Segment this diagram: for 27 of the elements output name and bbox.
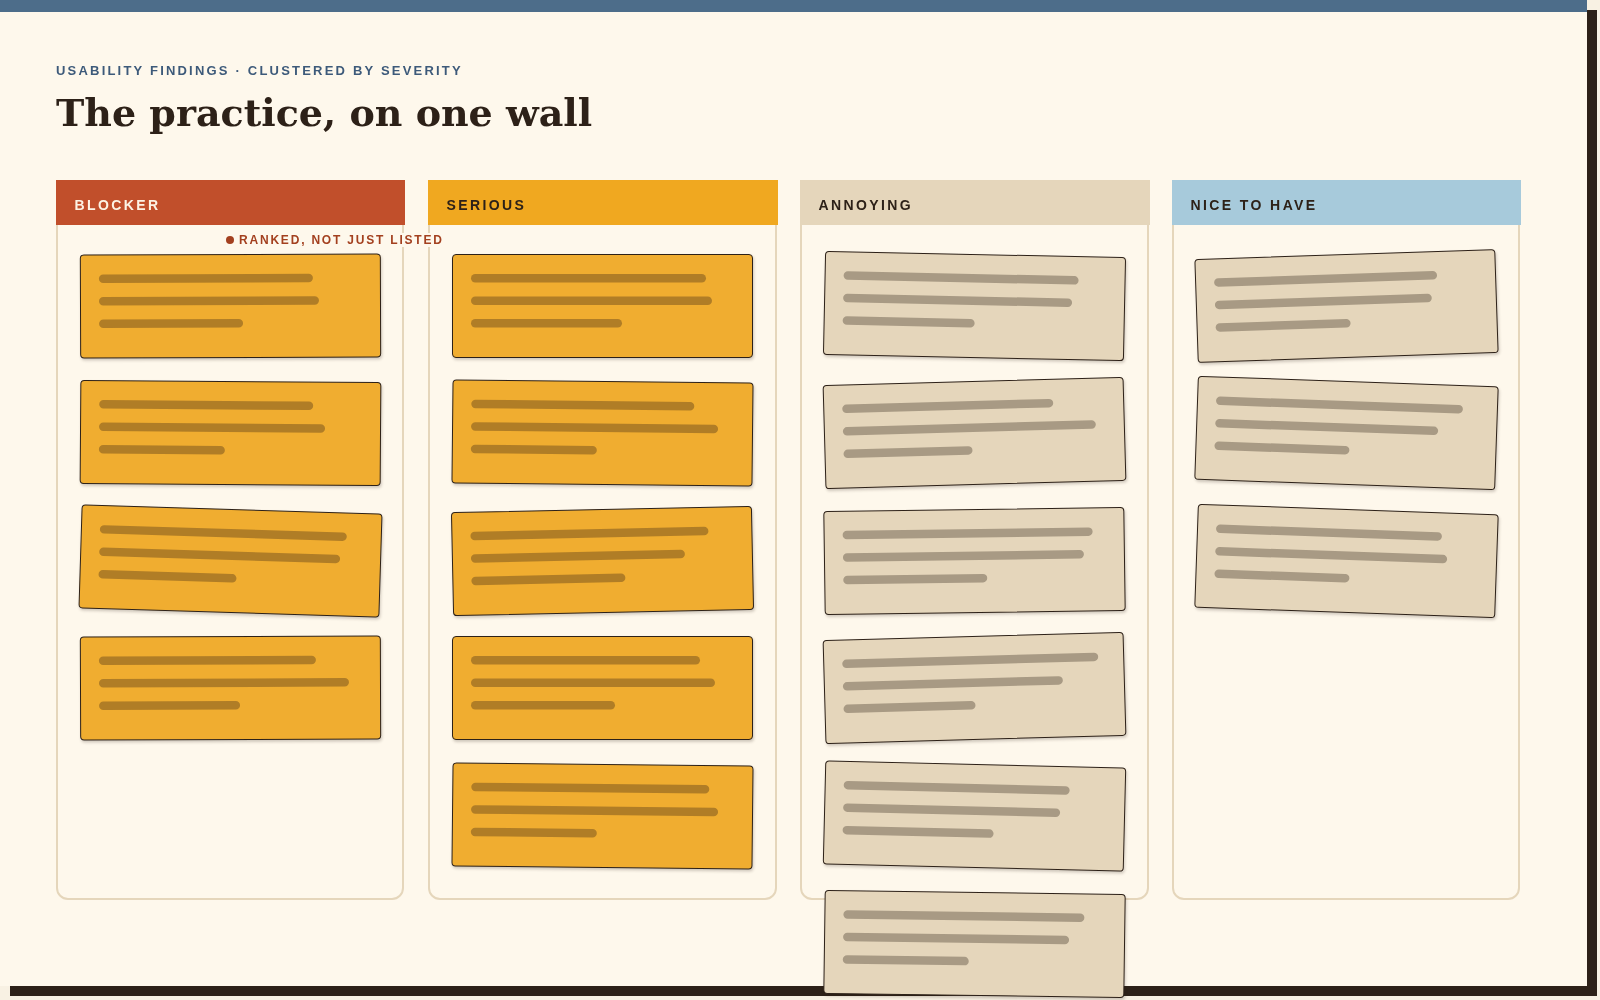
kicker-text: USABILITY FINDINGS · CLUSTERED BY SEVERITY [56, 63, 463, 79]
page-title: The practice, on one wall [56, 93, 593, 133]
sticky-note [1193, 375, 1499, 491]
sticky-note [79, 635, 381, 741]
sticky-note [1193, 503, 1499, 618]
sticky-note [79, 379, 381, 487]
sticky-note [822, 376, 1126, 490]
column-header: BLOCKER [55, 179, 405, 225]
column-header: SERIOUS [427, 179, 778, 225]
column-panel [1172, 180, 1520, 900]
sticky-note [823, 889, 1126, 998]
sticky-note [450, 505, 754, 616]
sticky-note [450, 761, 754, 870]
sticky-note [451, 253, 753, 358]
column-header: ANNOYING [799, 179, 1150, 225]
sticky-note [822, 506, 1126, 615]
sticky-note [822, 631, 1126, 745]
annotation-text: RANKED, NOT JUST LISTED [238, 233, 445, 247]
sticky-note [450, 379, 754, 487]
column-header: NICE TO HAVE [1171, 179, 1521, 225]
sticky-note [78, 503, 382, 618]
sticky-note [79, 252, 381, 359]
column-panel [800, 180, 1149, 900]
sticky-note [1193, 248, 1499, 363]
sticky-note [822, 250, 1126, 361]
sticky-note [451, 636, 753, 740]
sticky-note [822, 759, 1126, 872]
